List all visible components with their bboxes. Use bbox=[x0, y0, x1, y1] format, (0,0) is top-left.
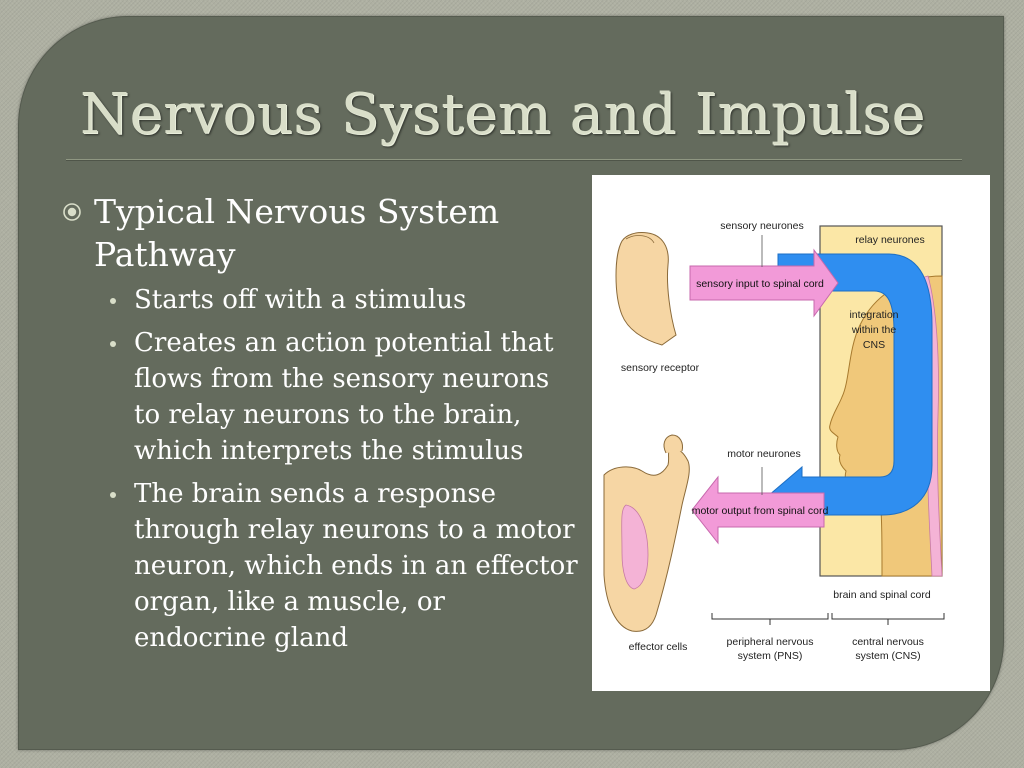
main-bullet: Typical Nervous System Pathway bbox=[62, 190, 582, 276]
sensory-receptor-label: sensory receptor bbox=[621, 362, 700, 374]
motor-neurones-label: motor neurones bbox=[727, 448, 801, 460]
sub-bullet: The brain sends a response through relay… bbox=[104, 476, 582, 656]
bullet-dot-icon bbox=[110, 298, 116, 304]
sensory-neurones-label: sensory neurones bbox=[720, 220, 803, 232]
slide-title: Nervous System and Impulse bbox=[80, 82, 926, 147]
nervous-pathway-diagram: sensory neurones relay neurones sensory … bbox=[592, 175, 990, 691]
integration-label-2: within the bbox=[851, 324, 897, 336]
sub-bullet-text: The brain sends a response through relay… bbox=[134, 479, 578, 653]
bullet-dot-icon bbox=[110, 492, 116, 498]
pathway-diagram-svg: sensory neurones relay neurones sensory … bbox=[603, 220, 945, 662]
sub-bullet-list: Starts off with a stimulus Creates an ac… bbox=[62, 282, 582, 656]
sensory-input-arrow bbox=[689, 248, 839, 318]
pns-bracket bbox=[711, 613, 829, 620]
cns-bracket bbox=[831, 613, 945, 620]
integration-label-3: CNS bbox=[863, 339, 885, 351]
target-bullet-icon bbox=[63, 203, 81, 221]
brain-spinal-cord-label: brain and spinal cord bbox=[833, 589, 931, 601]
motor-output-label: motor output from spinal cord bbox=[692, 505, 829, 517]
finger-receptor bbox=[615, 232, 677, 346]
effector-cells-label: effector cells bbox=[629, 641, 688, 653]
pns-label-2: system (PNS) bbox=[738, 650, 803, 662]
cns-label-2: system (CNS) bbox=[855, 650, 920, 662]
content-area: Typical Nervous System Pathway Starts of… bbox=[62, 190, 582, 663]
muscle-icon bbox=[621, 504, 649, 590]
bullet-dot-icon bbox=[110, 341, 116, 347]
relay-neurones-label: relay neurones bbox=[855, 234, 924, 246]
cns-label-1: central nervous bbox=[852, 636, 924, 648]
slide: Nervous System and Impulse Typical Nervo… bbox=[18, 16, 1004, 750]
sub-bullet-text: Starts off with a stimulus bbox=[134, 285, 467, 315]
motor-output-arrow bbox=[691, 475, 825, 545]
pns-label-1: peripheral nervous bbox=[727, 636, 814, 648]
sub-bullet: Starts off with a stimulus bbox=[104, 282, 582, 318]
sub-bullet: Creates an action potential that flows f… bbox=[104, 325, 582, 469]
sensory-input-label: sensory input to spinal cord bbox=[696, 278, 824, 290]
main-bullet-text: Typical Nervous System Pathway bbox=[94, 192, 500, 274]
sub-bullet-text: Creates an action potential that flows f… bbox=[134, 328, 554, 466]
title-divider bbox=[66, 159, 962, 161]
integration-label-1: integration bbox=[849, 309, 898, 321]
